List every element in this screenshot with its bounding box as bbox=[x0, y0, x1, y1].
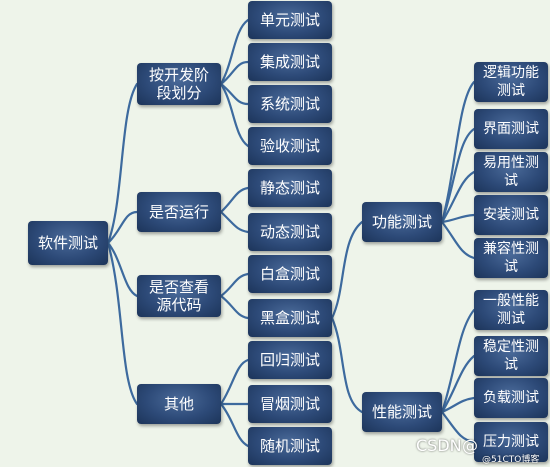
leaf-acceptance-test: 验收测试 bbox=[248, 127, 332, 165]
category-running: 是否运行 bbox=[137, 192, 221, 232]
leaf-static-test: 静态测试 bbox=[248, 169, 332, 207]
category-other: 其他 bbox=[137, 384, 221, 424]
category-source-code: 是否查看 源代码 bbox=[137, 275, 221, 317]
leaf-system-test: 系统测试 bbox=[248, 85, 332, 123]
leaf-white-box-test: 白盒测试 bbox=[248, 255, 332, 293]
leaf-unit-test: 单元测试 bbox=[248, 1, 332, 39]
functional-usability-test: 易用性测 试 bbox=[474, 152, 548, 192]
performance-load-test: 负载测试 bbox=[474, 378, 548, 418]
performance-stability-test: 稳定性测 试 bbox=[474, 336, 548, 376]
functional-compatibility-test: 兼容性测 试 bbox=[474, 238, 548, 278]
leaf-dynamic-test: 动态测试 bbox=[248, 213, 332, 251]
functional-ui-test: 界面测试 bbox=[474, 109, 548, 149]
root-node: 软件测试 bbox=[28, 221, 108, 265]
leaf-black-box-test: 黑盒测试 bbox=[248, 299, 332, 337]
performance-stress-test: 压力测试 bbox=[474, 422, 548, 462]
branch-functional-test: 功能测试 bbox=[362, 202, 442, 242]
watermark-at: @ bbox=[462, 436, 478, 455]
leaf-regression-test: 回归测试 bbox=[248, 341, 332, 379]
branch-performance-test: 性能测试 bbox=[362, 392, 442, 432]
performance-general-test: 一般性能 测试 bbox=[474, 290, 548, 330]
watermark-blog: @51CTO博客 bbox=[482, 455, 540, 465]
category-dev-stage: 按开发阶 段划分 bbox=[137, 63, 221, 105]
leaf-smoke-test: 冒烟测试 bbox=[248, 385, 332, 423]
leaf-random-test: 随机测试 bbox=[248, 427, 332, 465]
leaf-integration-test: 集成测试 bbox=[248, 43, 332, 81]
functional-logic-test: 逻辑功能 测试 bbox=[474, 62, 548, 102]
functional-install-test: 安装测试 bbox=[474, 195, 548, 235]
watermark-csdn: CSDN bbox=[416, 436, 462, 455]
